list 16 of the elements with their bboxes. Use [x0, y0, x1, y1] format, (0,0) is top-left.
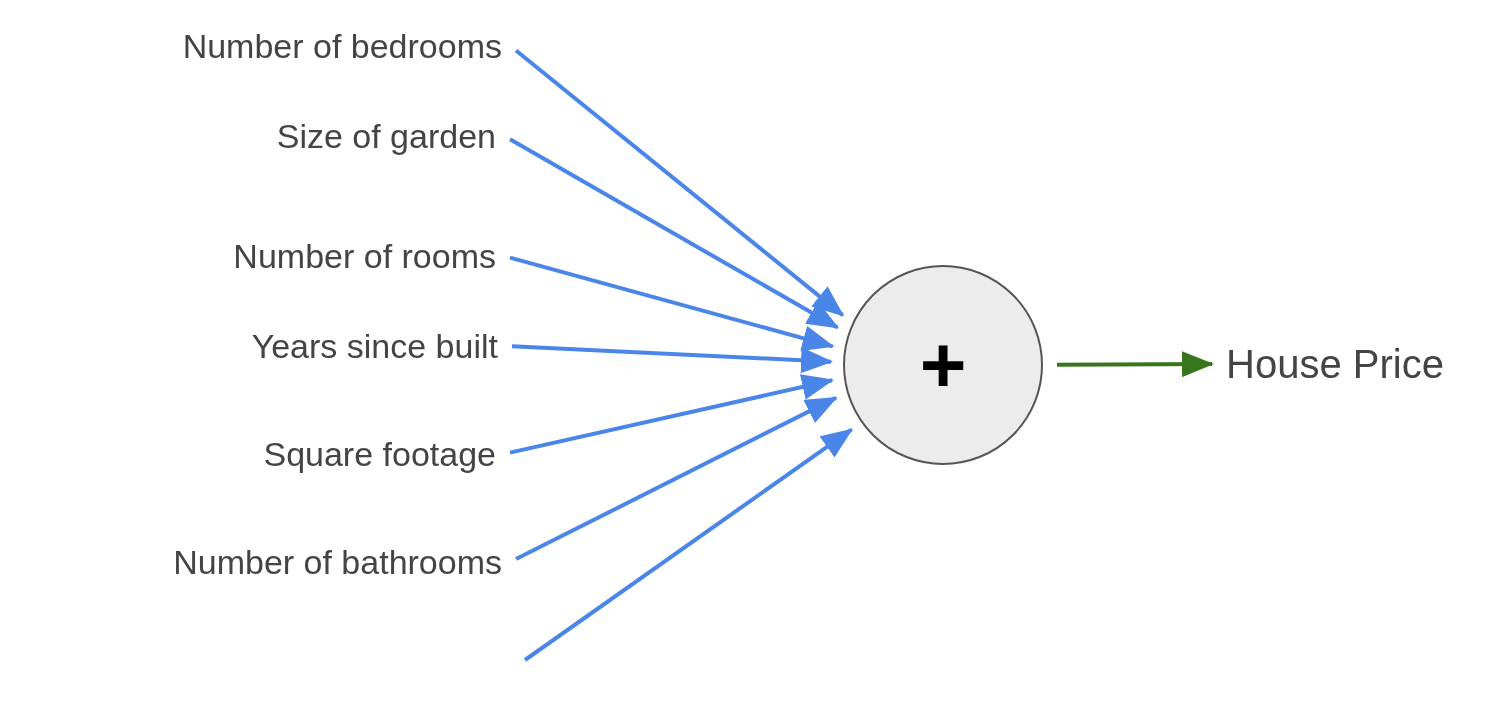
arrow — [509, 255, 835, 351]
input-label: Number of rooms — [100, 234, 496, 278]
arrow — [509, 374, 834, 455]
output-label: House Price — [1226, 340, 1486, 388]
arrow — [523, 427, 854, 662]
input-label: Number of bathrooms — [100, 540, 502, 584]
input-label: Size of garden — [100, 114, 496, 158]
arrow — [509, 137, 840, 330]
plus-sign: + — [919, 325, 967, 405]
input-label: Years since built — [100, 324, 498, 368]
arrow — [511, 344, 834, 374]
arrow — [1057, 351, 1214, 378]
arrow — [515, 396, 838, 561]
arrow — [514, 48, 845, 317]
input-label: Number of bedrooms — [100, 24, 502, 68]
input-label: Square footage — [100, 432, 496, 476]
